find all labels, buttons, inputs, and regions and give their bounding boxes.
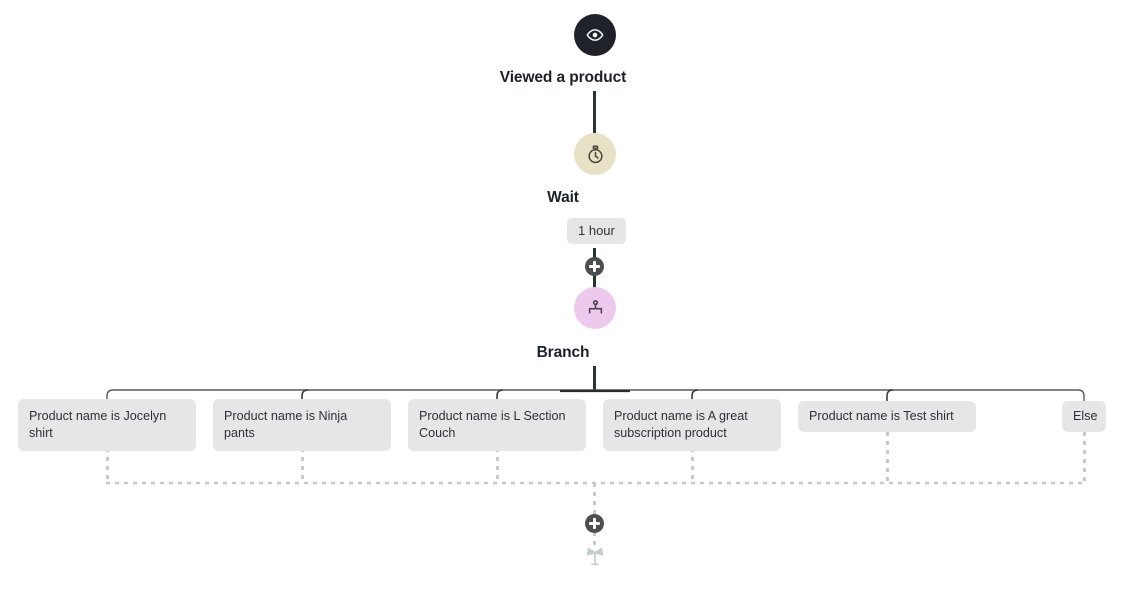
trigger-node[interactable] xyxy=(574,14,616,56)
connector-branch-stem xyxy=(593,366,596,391)
branch-path-box[interactable]: Product name is A great subscription pro… xyxy=(603,399,781,451)
branch-split-connectors xyxy=(106,389,1085,408)
trigger-title: Viewed a product xyxy=(499,69,627,86)
branch-path-box[interactable]: Product name is Test shirt xyxy=(798,401,976,432)
merge-drop-line xyxy=(106,448,109,484)
branch-path-box[interactable]: Product name is Ninja pants xyxy=(213,399,391,451)
branch-path-box-else[interactable]: Else xyxy=(1062,401,1106,432)
branch-path-box[interactable]: Product name is L Section Couch xyxy=(408,399,586,451)
branch-node[interactable] xyxy=(574,287,616,329)
add-step-button[interactable] xyxy=(585,257,604,276)
end-stem-line xyxy=(593,532,596,548)
merge-bus-line xyxy=(106,481,1085,485)
branch-path-box[interactable]: Product name is Jocelyn shirt xyxy=(18,399,196,451)
stopwatch-icon xyxy=(586,145,605,164)
merge-add-step-button[interactable] xyxy=(585,514,604,533)
finish-flag-icon xyxy=(584,545,606,572)
plus-icon-vertical xyxy=(593,518,596,529)
wait-node[interactable] xyxy=(574,133,616,175)
connector-trigger-to-wait xyxy=(593,91,596,133)
merge-drop-line xyxy=(886,432,889,484)
eye-icon xyxy=(586,26,604,44)
wait-duration-chip[interactable]: 1 hour xyxy=(567,218,626,244)
wait-title: Wait xyxy=(547,189,579,206)
merge-drop-line xyxy=(1083,432,1086,484)
merge-drop-line xyxy=(691,448,694,484)
merge-drop-line xyxy=(496,448,499,484)
branch-title: Branch xyxy=(536,344,590,361)
branch-fork-icon xyxy=(586,299,605,318)
plus-icon-vertical xyxy=(593,261,596,272)
merge-stem-line xyxy=(593,483,596,515)
merge-drop-line xyxy=(301,448,304,484)
